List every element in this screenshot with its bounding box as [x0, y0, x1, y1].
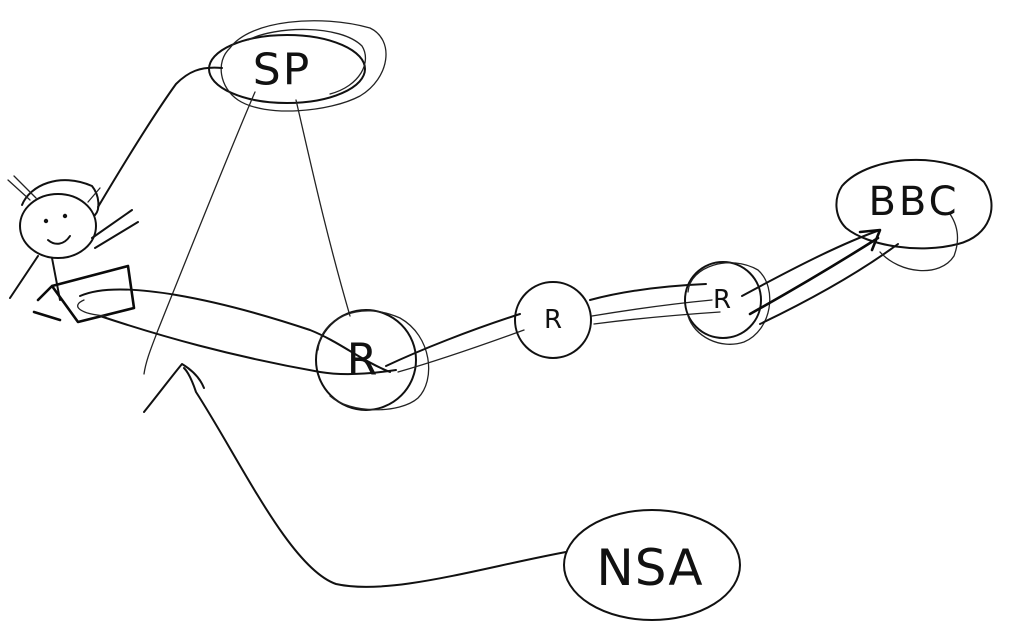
edge-nsa-to-user: [183, 367, 567, 588]
tunnel-router-1-router-2: [397, 329, 525, 373]
tunnel-user-router-1: [99, 315, 397, 376]
user-eye: [62, 213, 68, 219]
sp-node-sketch-ring: [220, 20, 387, 112]
sp-label: SP: [253, 45, 311, 96]
sp-node-sketch-ring: [247, 28, 367, 95]
tunnel-router-2-router-3: [589, 283, 707, 301]
router-2-node: R: [514, 281, 592, 359]
user-hair: [21, 179, 100, 216]
bbc-node-outline: [835, 159, 993, 250]
sp-node-outline: [208, 34, 366, 104]
router-1-sketch-ring: [317, 310, 430, 411]
arrow-to-bbc: [748, 228, 882, 316]
tunnel-router-3-bbc: [741, 229, 881, 297]
edge-sp-to-router-1: [295, 99, 351, 317]
nsa-label: NSA: [596, 539, 703, 597]
tap-hook: [143, 363, 205, 413]
laptop-icon: [32, 264, 136, 324]
tunnel-router-2-router-3: [591, 299, 713, 317]
router-2-outline: [514, 281, 592, 359]
nsa-node: NSA: [563, 509, 741, 621]
user-head: [19, 193, 97, 259]
user-figure: [7, 175, 139, 324]
router-3-outline: [684, 261, 762, 339]
tunnel-router-2-router-3: [593, 311, 721, 325]
router-3-node: R: [684, 261, 771, 345]
router-1-label: R: [347, 335, 378, 386]
user-eye: [43, 218, 49, 224]
user-body: [9, 209, 139, 301]
tunnel-router-1-router-2: [385, 313, 521, 367]
tunnel-user-router-1: [77, 299, 107, 317]
sp-node: SP: [208, 20, 387, 112]
bbc-node: BBC: [835, 159, 993, 272]
bbc-label: BBC: [868, 179, 959, 225]
router-3-sketch-ring: [687, 262, 771, 345]
router-2-label: R: [544, 305, 562, 335]
tunnel-user-router-1: [79, 288, 391, 373]
router-1-outline: [315, 309, 417, 411]
tunnel-router-3-bbc: [759, 243, 899, 325]
edge-sp-to-user: [143, 91, 256, 375]
bbc-node-sketch-ring: [879, 213, 959, 272]
router-3-label: R: [713, 285, 731, 315]
nsa-node-outline: [563, 509, 741, 621]
router-1-node: R: [315, 309, 430, 411]
user-hair: [7, 175, 101, 203]
edge-user-to-sp: [97, 66, 223, 208]
user-smile: [47, 235, 71, 245]
